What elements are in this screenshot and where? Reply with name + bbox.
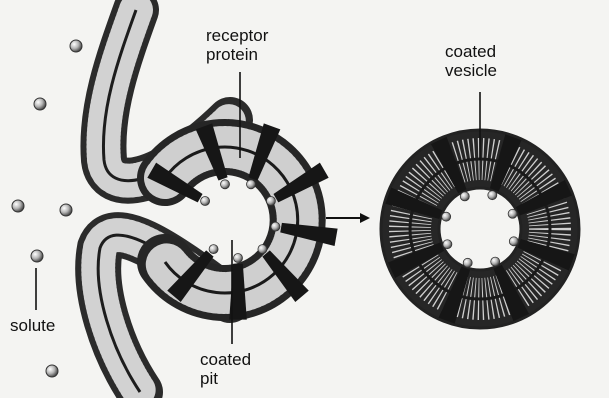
bound-solute — [488, 191, 497, 200]
bound-solute — [491, 257, 500, 266]
solute-particle — [12, 200, 24, 212]
bound-solute — [460, 192, 469, 201]
bound-solute — [508, 209, 517, 218]
coated-vesicle-label: coated vesicle — [445, 42, 497, 80]
transition-arrow — [326, 213, 370, 223]
bound-solute — [246, 180, 255, 189]
coated-pit-label: coated pit — [200, 350, 251, 388]
bound-solute — [234, 254, 243, 263]
solute-particle — [60, 204, 72, 216]
bound-solute — [442, 212, 451, 221]
bound-solute — [443, 240, 452, 249]
solute-label: solute — [10, 316, 55, 335]
coated-pit — [147, 123, 337, 319]
receptor-protein-label: receptor protein — [206, 26, 268, 64]
solute-particle — [46, 365, 58, 377]
bound-solute — [266, 197, 275, 206]
bound-solute — [509, 237, 518, 246]
solute-particle — [70, 40, 82, 52]
bound-solute — [463, 258, 472, 267]
bound-solute — [258, 245, 267, 254]
solute-particle — [34, 98, 46, 110]
bound-solute — [221, 180, 230, 189]
bound-solute — [201, 197, 210, 206]
bound-solute — [209, 245, 218, 254]
solute-particle — [31, 250, 43, 262]
bound-solute — [271, 222, 280, 231]
